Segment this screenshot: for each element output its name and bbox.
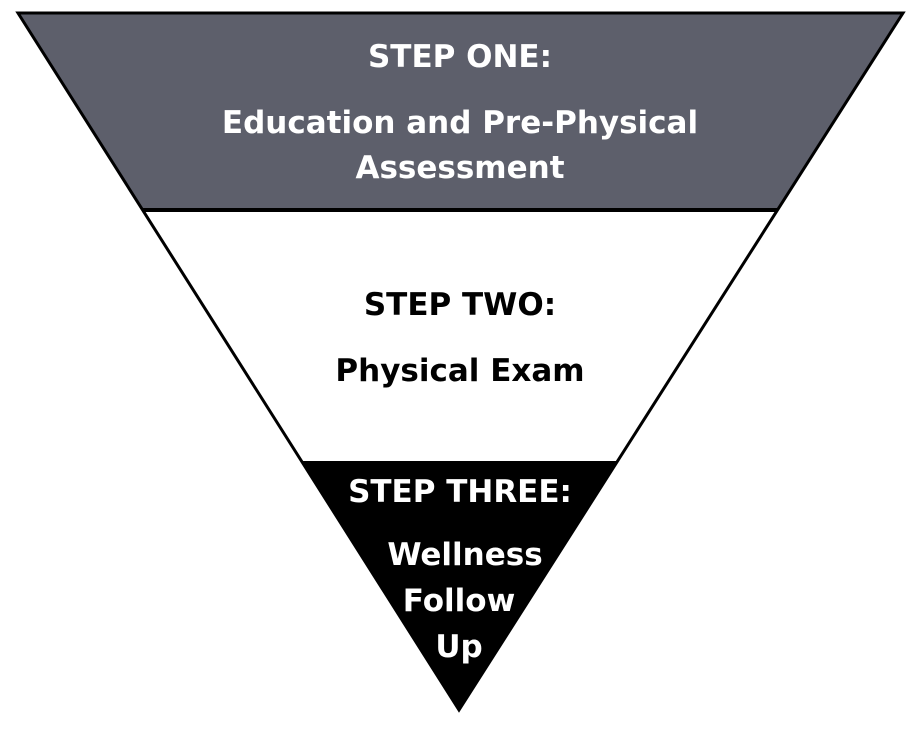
step-two-heading: STEP TWO: [364, 287, 556, 323]
step-one-heading: STEP ONE: [368, 39, 552, 75]
step-one-text: Education and Pre-Physical [222, 105, 698, 141]
step-two-band [143, 210, 778, 461]
step-one-text: Assessment [355, 150, 564, 186]
pyramid-outline [15, 11, 906, 713]
step-two-text: Physical Exam [335, 353, 584, 389]
step-three-band [301, 461, 618, 710]
step-three-heading: STEP THREE: [348, 474, 572, 510]
step-one-band [18, 13, 903, 210]
step-three-text: Wellness [387, 537, 542, 573]
step-three-text: Follow [403, 583, 515, 619]
step-three-text: Up [435, 629, 482, 665]
